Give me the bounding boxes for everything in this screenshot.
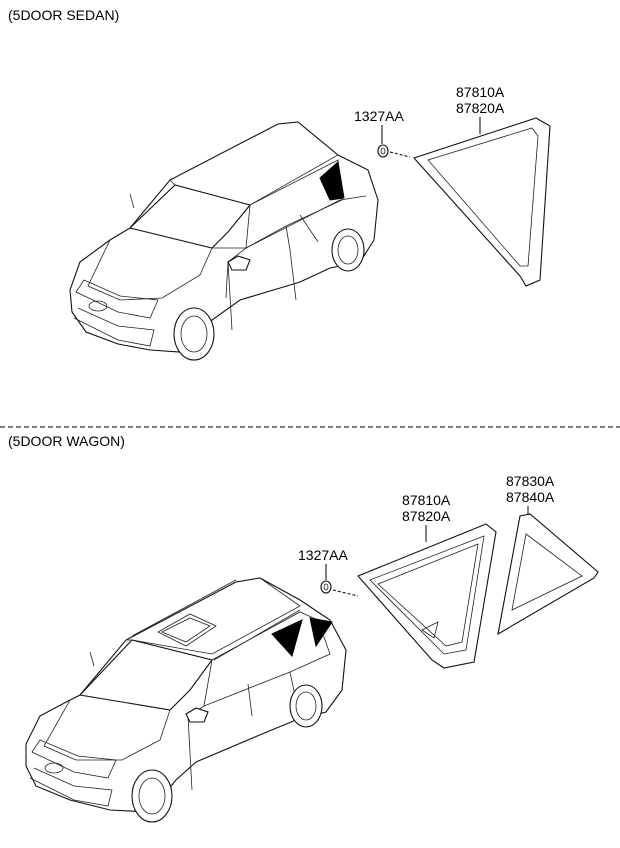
part-label-1327AA-wagon: 1327AA [298, 547, 348, 563]
quarter-glass-part-wagon-2: 87830A 87840A [497, 473, 599, 636]
wagon-car-illustration [25, 577, 347, 823]
section-title-sedan: (5DOOR SEDAN) [8, 7, 119, 23]
part-label-87820A-wagon: 87820A [402, 508, 451, 524]
part-label-1327AA: 1327AA [354, 108, 404, 124]
part-label-87810A-wagon: 87810A [402, 492, 451, 508]
quarter-glass-part-wagon-1: 87810A 87820A [357, 492, 497, 669]
clip-part-1327AA-sedan: 1327AA [354, 108, 411, 158]
clip-part-1327AA-wagon: 1327AA [298, 547, 359, 597]
part-label-87820A-sedan: 87820A [456, 100, 505, 116]
part-label-87830A: 87830A [506, 473, 555, 489]
part-label-87840A: 87840A [506, 489, 555, 505]
section-title-wagon: (5DOOR WAGON) [8, 433, 125, 449]
part-label-87810A-sedan: 87810A [456, 84, 505, 100]
quarter-glass-part-sedan: 87810A 87820A [413, 84, 551, 287]
sedan-car-illustration [69, 121, 379, 361]
